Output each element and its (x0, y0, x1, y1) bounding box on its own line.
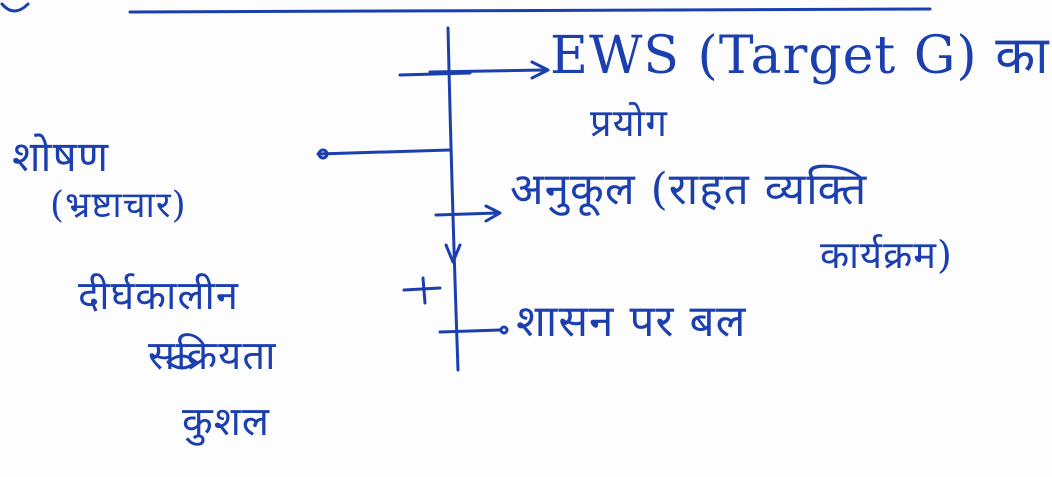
note-left-4: सक्रियता (148, 333, 277, 379)
note-left-5: कुशल (182, 399, 271, 445)
note-right-1: EWS (Target G) का (550, 26, 1050, 86)
note-left-2: (भ्रष्टाचार) (50, 185, 187, 226)
arrow-1-head (530, 60, 550, 80)
arrow-2-head (484, 204, 502, 223)
down-arrow-head (444, 243, 462, 264)
note-left-3: दीर्घकालीन (78, 273, 239, 319)
bullet-dot (499, 325, 509, 335)
arrow-1-line (428, 68, 547, 74)
connector-line (316, 148, 452, 156)
arrow-2-line (434, 211, 499, 217)
vertical-divider (446, 26, 460, 372)
note-left-1: शोषण (12, 132, 110, 181)
top-tick (398, 71, 472, 77)
corner-circle-mark (0, 2, 30, 13)
note-right-1b: प्रयोग (590, 101, 668, 145)
lower-tick-1 (402, 286, 442, 292)
top-rule (128, 7, 932, 14)
note-right-2b: कार्यक्रम) (820, 233, 953, 277)
note-right-2: अनुकूल (राहत व्यक्ति (510, 164, 868, 215)
lower-tick-2 (421, 276, 427, 305)
note-right-3: शासन पर बल (516, 296, 747, 347)
arrow-3-line (438, 328, 502, 334)
scribble-mark (166, 354, 198, 370)
connector-dot (317, 148, 329, 160)
